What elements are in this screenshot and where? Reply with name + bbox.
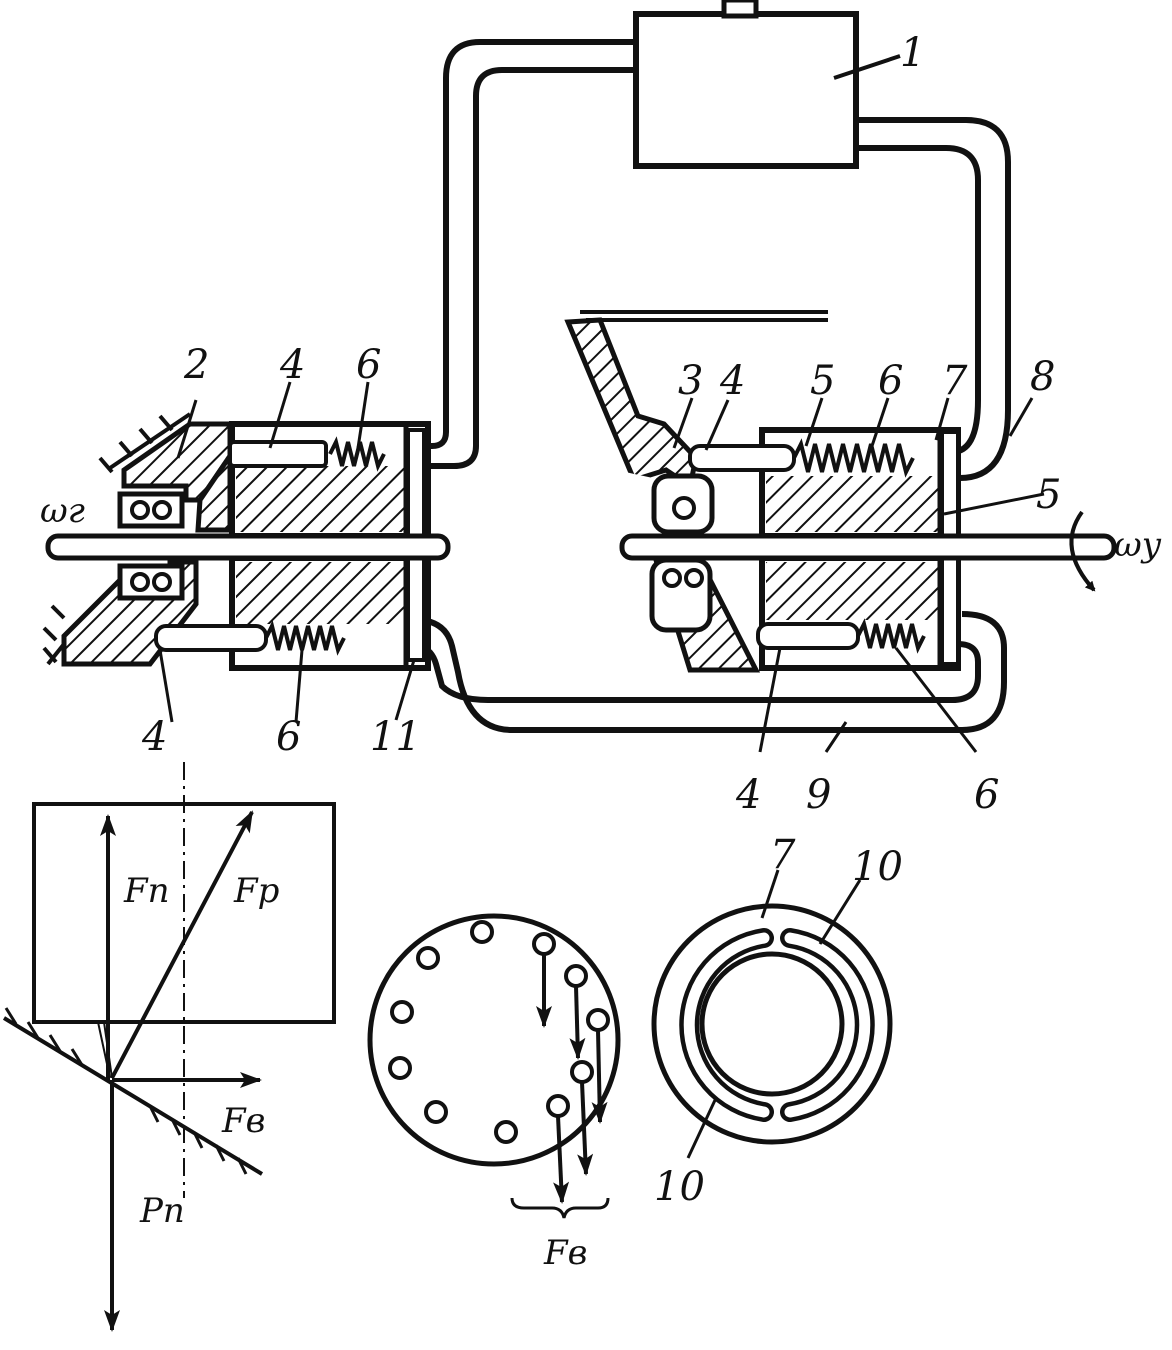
label-11: 11: [370, 714, 421, 760]
pipe-8: [856, 117, 1011, 481]
label-6-bottom-right: 6: [974, 772, 999, 818]
labels: 1 2 4 6 3 4 5 6 7 8 5 4 6 11 4 9 6 7 10 …: [40, 30, 1162, 1273]
label-7-ring: 7: [770, 832, 796, 878]
label-4-top-right: 4: [719, 358, 745, 404]
label-10-b: 10: [654, 1164, 705, 1210]
label-f-v-disc: Fв: [543, 1233, 587, 1273]
left-pump-unit: [42, 381, 451, 723]
label-5-side: 5: [1036, 472, 1061, 518]
label-3: 3: [678, 358, 703, 404]
label-10-a: 10: [852, 844, 903, 890]
label-4-bottom-right: 4: [735, 772, 761, 818]
label-f-r: Fр: [233, 871, 279, 911]
label-p-p: Pп: [139, 1191, 185, 1231]
label-6-top-left: 6: [356, 342, 381, 388]
label-5-top: 5: [810, 358, 835, 404]
label-6-top-right: 6: [878, 358, 903, 404]
right-motor-unit: [564, 310, 1117, 753]
tank-1: [633, 0, 901, 169]
label-9: 9: [806, 772, 831, 818]
label-1: 1: [900, 30, 925, 76]
label-8: 8: [1030, 354, 1055, 400]
label-4-bottom-left: 4: [141, 714, 167, 760]
label-6-bottom-left: 6: [276, 714, 301, 760]
cylinder-block-disc: [367, 913, 621, 1219]
label-2: 2: [183, 342, 209, 388]
pipe-9: [418, 611, 1007, 733]
force-diagram: [2, 762, 336, 1332]
label-omega-y: ωу: [1114, 525, 1162, 565]
label-4-top-left: 4: [279, 342, 305, 388]
label-omega-g: ωг: [40, 491, 85, 531]
pipe-left-upper: [408, 39, 636, 469]
leader-1: [833, 54, 901, 80]
label-f-p: Fп: [123, 871, 170, 911]
distributor-ring: [651, 869, 893, 1159]
label-7-top: 7: [942, 358, 968, 404]
label-f-v: Fв: [221, 1101, 265, 1141]
